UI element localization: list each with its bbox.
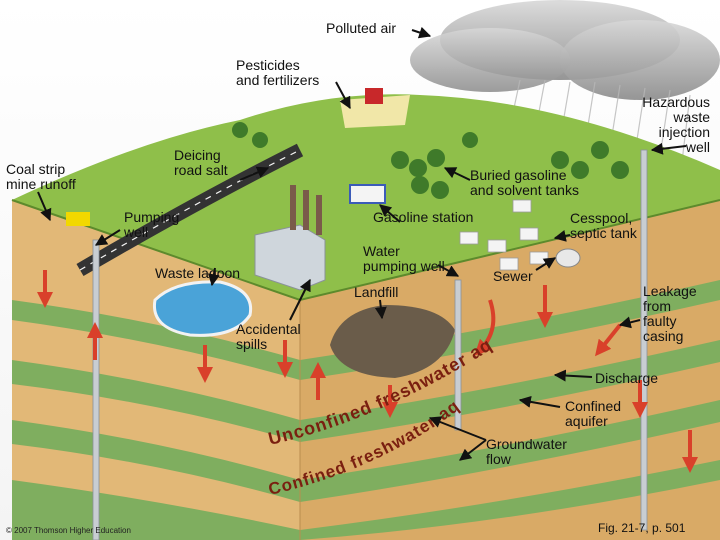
groundwater-flow-label: Groundwater flow [486, 436, 567, 467]
waste-lagoon-label: Waste lagoon [155, 265, 241, 281]
pumping-well-label: Pumping well [124, 209, 180, 240]
pesticides-label: Pesticides and fertilizers [236, 57, 320, 88]
contamination-arrows [37, 270, 698, 473]
sewer-label: Sewer [493, 268, 533, 284]
discharge-label: Discharge [595, 370, 659, 386]
soil-block-front [12, 200, 720, 540]
water-pumping-well-label: Water pumping well [363, 243, 445, 274]
confined-aquifer-label: Confined aquifer [565, 398, 622, 429]
coal-strip-mine-label: Coal strip mine runoff [6, 161, 76, 192]
leader-lines [37, 26, 687, 461]
land-surface [11, 88, 720, 378]
publisher-credit: © 2007 Thomson Higher Education [6, 526, 131, 535]
hazardous-waste-well-label: Hazardous waste injection well [642, 94, 710, 155]
deicing-road-salt-label: Deicing road salt [174, 147, 228, 178]
leakage-faulty-casing-label: Leakage from faulty casing [643, 283, 697, 344]
figure-reference: Fig. 21-7, p. 501 [598, 521, 686, 535]
gasoline-station-label: Gasoline station [373, 209, 474, 225]
buried-gasoline-label: Buried gasoline and solvent tanks [470, 167, 579, 198]
landfill-label: Landfill [354, 284, 399, 300]
cesspool-label: Cesspool, septic tank [570, 210, 637, 241]
accidental-spills-label: Accidental spills [236, 321, 301, 352]
polluted-air-label: Polluted air [326, 20, 397, 36]
